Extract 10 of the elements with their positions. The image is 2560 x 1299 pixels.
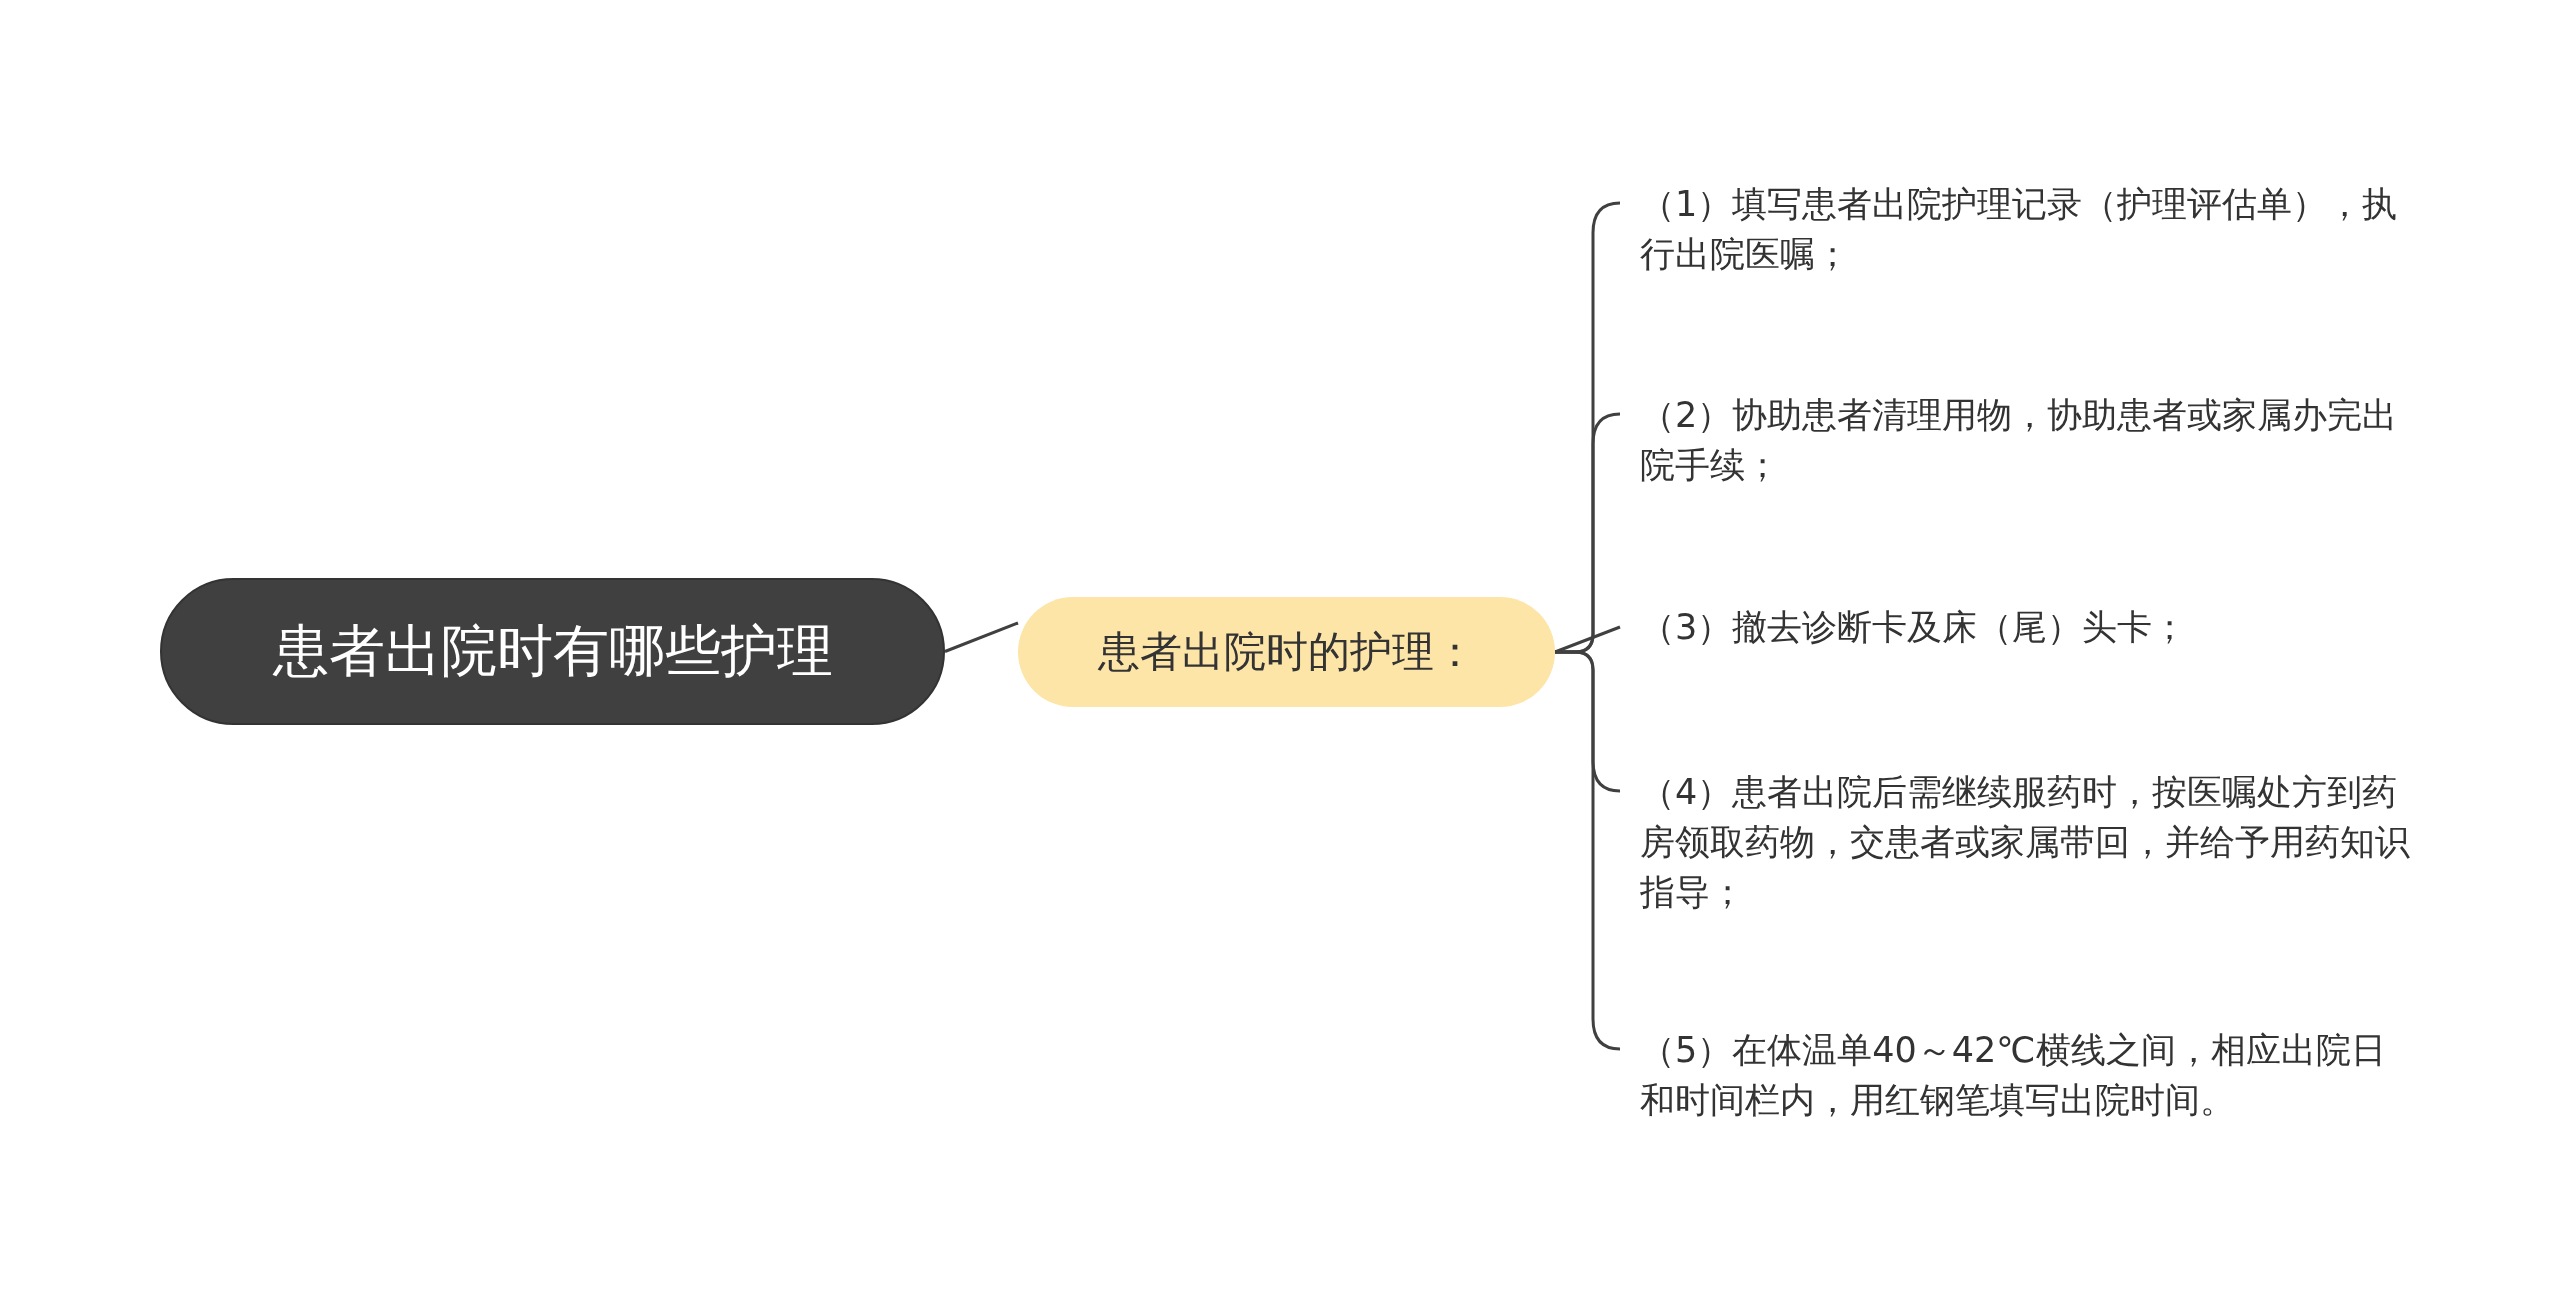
leaf-text: （4）患者出院后需继续服药时，按医嘱处方到药房领取药物，交患者或家属带回，并给予用药知识指导；	[1620, 765, 2410, 919]
root-topic-box: 患者出院时有哪些护理	[160, 578, 945, 725]
leaf-text: （3）撤去诊断卡及床（尾）头卡；	[1620, 600, 2410, 654]
leaf-text: （1）填写患者出院护理记录（护理评估单），执行出院医嘱；	[1620, 177, 2410, 281]
leaf-text: （2）协助患者清理用物，协助患者或家属办完出院手续；	[1620, 388, 2410, 492]
topic-box: 患者出院时的护理：	[1018, 597, 1555, 707]
connector-line	[1555, 650, 1621, 1051]
leaf-text: （5）在体温单40～42℃横线之间，相应出院日和时间栏内，用红钢笔填写出院时间。	[1620, 1023, 2410, 1127]
connector-line	[1554, 625, 1621, 654]
connector-line	[944, 621, 1019, 653]
